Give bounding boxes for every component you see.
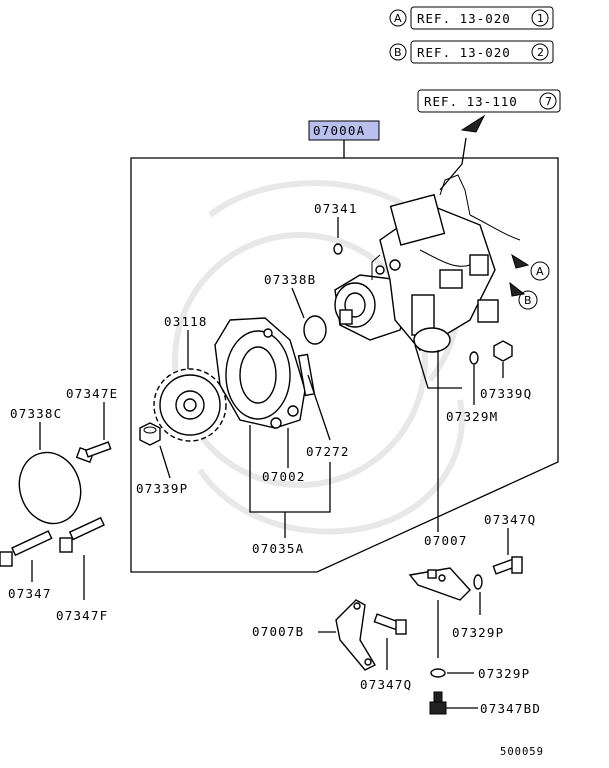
arrow-b-icon [509,281,526,297]
bracket-07007B-drawing [335,599,376,671]
part-label-07339P-left[interactable]: 07339P [136,481,188,496]
gear-drawing [153,368,227,442]
part-label-07347F[interactable]: 07347F [56,608,108,623]
nut-07339Q-drawing [493,340,513,362]
arrow-icon [460,114,486,133]
bolt-07347Q-right-drawing [492,556,523,575]
part-label-07338C[interactable]: 07338C [10,406,62,421]
ref-a-number: 1 [537,12,544,25]
part-label-07347Q-right[interactable]: 07347Q [484,512,536,527]
callout-b [518,290,538,310]
ref-box-b[interactable]: B REF. 13-020 2 [389,40,554,64]
bracket-07007-drawing [408,567,471,601]
bolt-07347F-drawing [59,516,105,553]
arrow-a-icon [511,253,530,269]
ref-b-text: REF. 13-020 [417,45,511,60]
ref-a-text: REF. 13-020 [417,11,511,26]
washer-07329P-lower-drawing [430,668,446,678]
part-label-07329M[interactable]: 07329M [446,409,498,424]
part-label-07347Q-bottom[interactable]: 07347Q [360,677,412,692]
part-label-03118[interactable]: 03118 [164,314,208,329]
part-label-07338B[interactable]: 07338B [264,272,316,287]
part-label-07329P-lower[interactable]: 07329P [478,666,530,681]
washer-07329M-drawing [469,351,479,365]
ref-box-a[interactable]: A REF. 13-020 1 [389,6,554,30]
part-label-07347[interactable]: 07347 [8,586,52,601]
part-label-07002[interactable]: 07002 [262,469,306,484]
part-label-07272[interactable]: 07272 [306,444,350,459]
ref-box-c[interactable]: REF. 13-110 7 [417,89,561,113]
ref-a-letter: A [394,12,402,25]
part-07338B-drawing [303,315,327,345]
callout-b-letter: B [524,294,532,307]
part-label-07007[interactable]: 07007 [424,533,468,548]
bolt-07347E-drawing [75,441,112,463]
ref-b-letter: B [394,46,402,59]
part-label-07035A[interactable]: 07035A [252,541,304,556]
callout-a [530,261,550,281]
part-label-07007B[interactable]: 07007B [252,624,304,639]
diagram-code: 500059 [500,746,544,758]
part-label-07329P-upper[interactable]: 07329P [452,625,504,640]
part-label-07339Q[interactable]: 07339Q [480,386,532,401]
callout-a-letter: A [536,265,544,278]
part-label-07341[interactable]: 07341 [314,201,358,216]
bolt-07347BD-drawing [429,691,447,715]
part-label-07347E[interactable]: 07347E [66,386,118,401]
part-label-07347BD[interactable]: 07347BD [480,701,541,716]
ref-c-text: REF. 13-110 [424,94,518,109]
ref-b-number: 2 [537,46,544,59]
flange-drawing [214,317,306,429]
assembly-frame [130,157,559,573]
bolt-07347-drawing [0,530,53,567]
part-07341-drawing [333,243,343,255]
injection-pump-drawing [334,174,521,353]
stud-drawing [297,353,316,397]
washer-07329P-upper-drawing [473,574,483,590]
ref-c-number: 7 [545,95,552,108]
nut-drawing [139,422,161,446]
o-ring-07338C-drawing [18,451,82,525]
assembly-label[interactable]: 07000A [308,120,380,141]
assembly-label-text: 07000A [313,123,365,138]
bolt-07347Q-bottom-drawing [373,613,407,635]
